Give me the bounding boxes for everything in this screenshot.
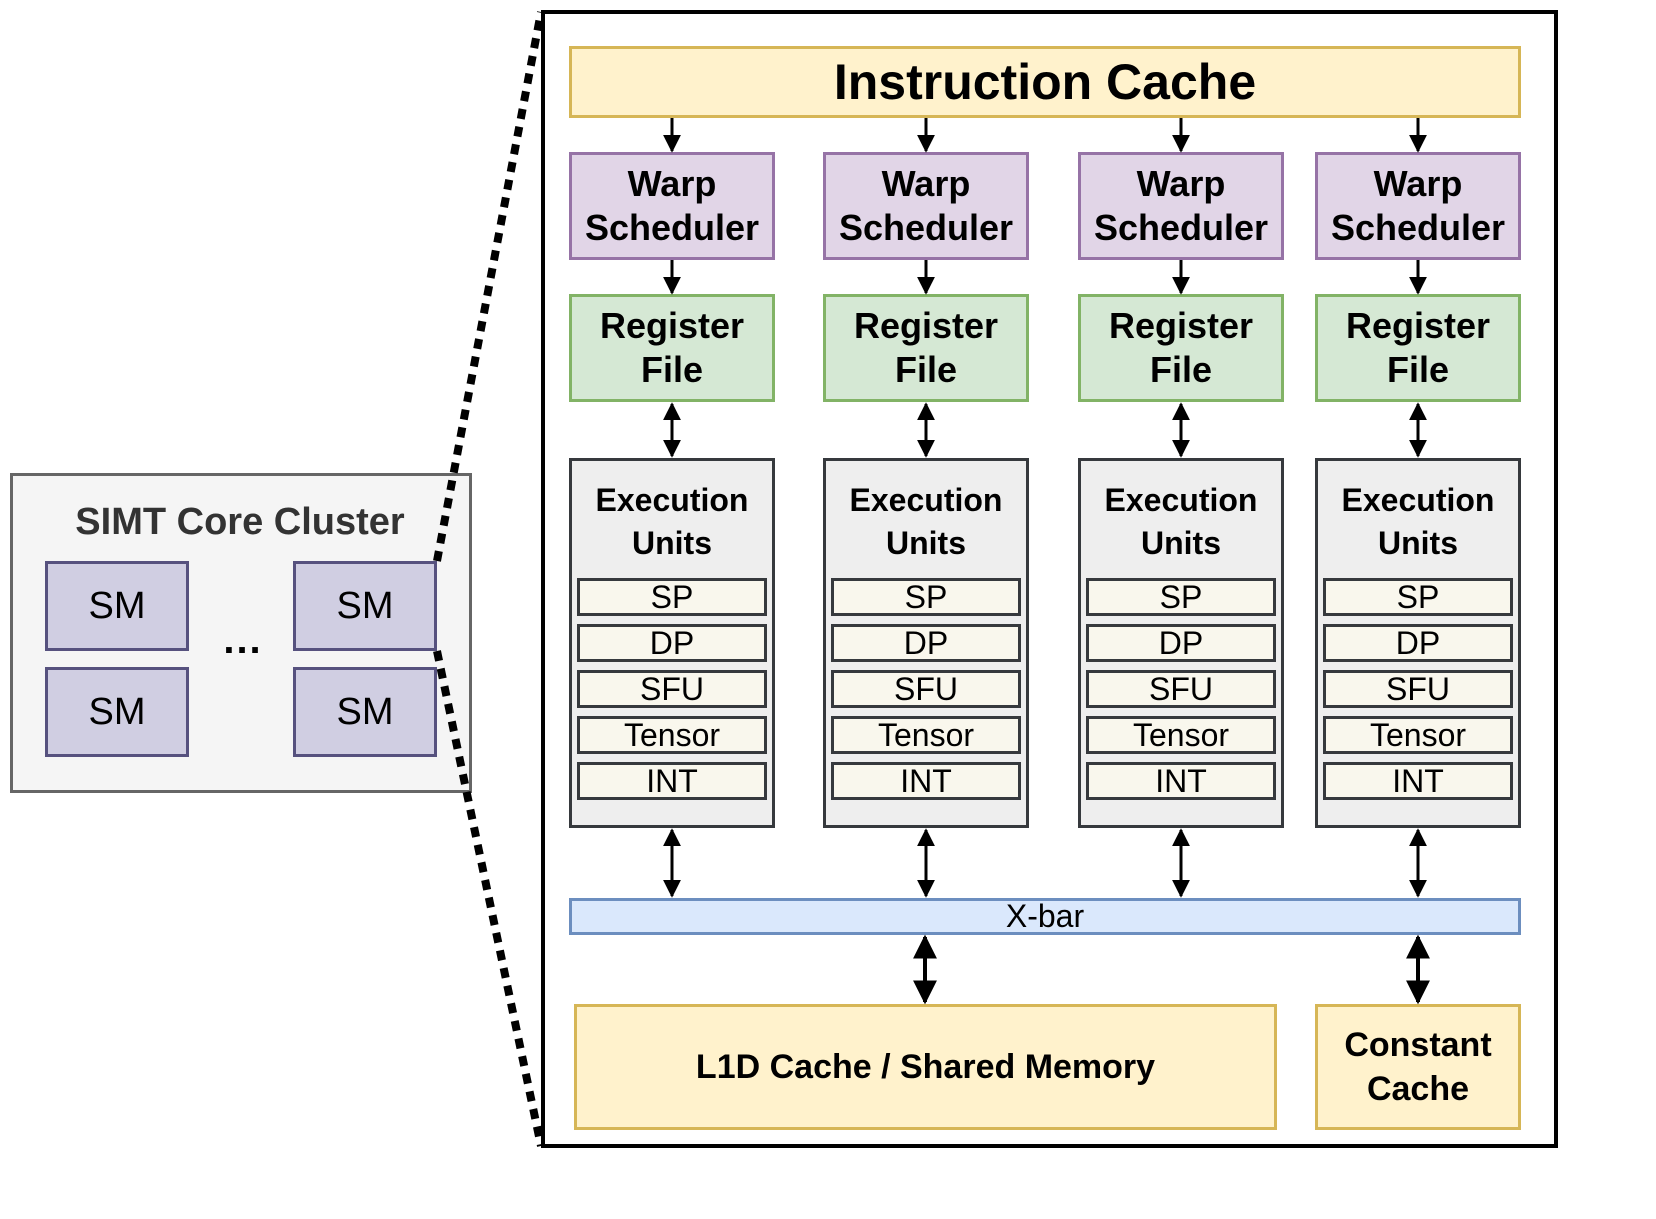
register-file: Register File <box>823 294 1029 402</box>
zoom-line-bottom <box>433 650 545 1147</box>
constant-cache-line-2: Cache <box>1366 1070 1470 1108</box>
register-file-line-2: File <box>1386 349 1449 390</box>
register-file-line-2: File <box>1149 349 1212 390</box>
unit-dp: DP <box>831 624 1021 662</box>
register-file: Register File <box>569 294 775 402</box>
unit-tensor: Tensor <box>831 716 1021 754</box>
warp-scheduler-line-2: Scheduler <box>1093 207 1269 248</box>
unit-int: INT <box>831 762 1021 800</box>
unit-sp: SP <box>831 578 1021 616</box>
unit-sp: SP <box>1323 578 1513 616</box>
execution-units-title: Execution Units <box>572 479 772 565</box>
unit-dp: DP <box>577 624 767 662</box>
unit-sp: SP <box>577 578 767 616</box>
sm-block: SM <box>45 667 189 757</box>
sm-label: SM <box>336 690 394 733</box>
register-file-line-1: Register <box>853 305 999 346</box>
execution-units-line-2: Units <box>1141 525 1221 561</box>
ellipsis: ... <box>223 617 263 662</box>
zoom-line-top <box>433 11 545 562</box>
sm-block: SM <box>45 561 189 651</box>
constant-cache-line-1: Constant <box>1344 1026 1492 1064</box>
execution-units-title: Execution Units <box>1318 479 1518 565</box>
execution-units-line-1: Execution <box>595 482 749 518</box>
warp-scheduler: Warp Scheduler <box>1078 152 1284 260</box>
execution-units-line-1: Execution <box>1341 482 1495 518</box>
warp-scheduler: Warp Scheduler <box>1315 152 1521 260</box>
unit-sfu: SFU <box>1086 670 1276 708</box>
instruction-cache: Instruction Cache <box>569 46 1521 118</box>
register-file: Register File <box>1078 294 1284 402</box>
register-file-line-1: Register <box>1108 305 1254 346</box>
unit-sfu: SFU <box>1323 670 1513 708</box>
register-file-line-1: Register <box>599 305 745 346</box>
register-file-line-2: File <box>640 349 703 390</box>
warp-scheduler-line-2: Scheduler <box>1330 207 1506 248</box>
l1d-shared-memory: L1D Cache / Shared Memory <box>574 1004 1277 1130</box>
register-file: Register File <box>1315 294 1521 402</box>
unit-tensor: Tensor <box>1323 716 1513 754</box>
warp-scheduler: Warp Scheduler <box>569 152 775 260</box>
register-file-line-2: File <box>894 349 957 390</box>
unit-dp: DP <box>1323 624 1513 662</box>
sm-label: SM <box>336 584 394 627</box>
warp-scheduler-line-1: Warp <box>627 163 717 204</box>
warp-scheduler-line-1: Warp <box>1136 163 1226 204</box>
constant-cache: Constant Cache <box>1315 1004 1521 1130</box>
unit-tensor: Tensor <box>577 716 767 754</box>
execution-units-line-1: Execution <box>1104 482 1258 518</box>
execution-units-line-2: Units <box>632 525 712 561</box>
execution-units-title: Execution Units <box>826 479 1026 565</box>
xbar: X-bar <box>569 898 1521 935</box>
execution-units-line-2: Units <box>886 525 966 561</box>
warp-scheduler-line-1: Warp <box>1373 163 1463 204</box>
sm-block: SM <box>293 667 437 757</box>
unit-sfu: SFU <box>577 670 767 708</box>
execution-units-title: Execution Units <box>1081 479 1281 565</box>
unit-int: INT <box>577 762 767 800</box>
sm-label: SM <box>88 584 146 627</box>
execution-units-line-1: Execution <box>849 482 1003 518</box>
sm-block: SM <box>293 561 437 651</box>
warp-scheduler-line-1: Warp <box>881 163 971 204</box>
unit-sfu: SFU <box>831 670 1021 708</box>
unit-dp: DP <box>1086 624 1276 662</box>
unit-int: INT <box>1323 762 1513 800</box>
register-file-line-1: Register <box>1345 305 1491 346</box>
cluster-title: SIMT Core Cluster <box>75 501 405 543</box>
warp-scheduler-line-2: Scheduler <box>584 207 760 248</box>
unit-sp: SP <box>1086 578 1276 616</box>
warp-scheduler: Warp Scheduler <box>823 152 1029 260</box>
sm-label: SM <box>88 690 146 733</box>
unit-int: INT <box>1086 762 1276 800</box>
warp-scheduler-line-2: Scheduler <box>838 207 1014 248</box>
execution-units-line-2: Units <box>1378 525 1458 561</box>
unit-tensor: Tensor <box>1086 716 1276 754</box>
